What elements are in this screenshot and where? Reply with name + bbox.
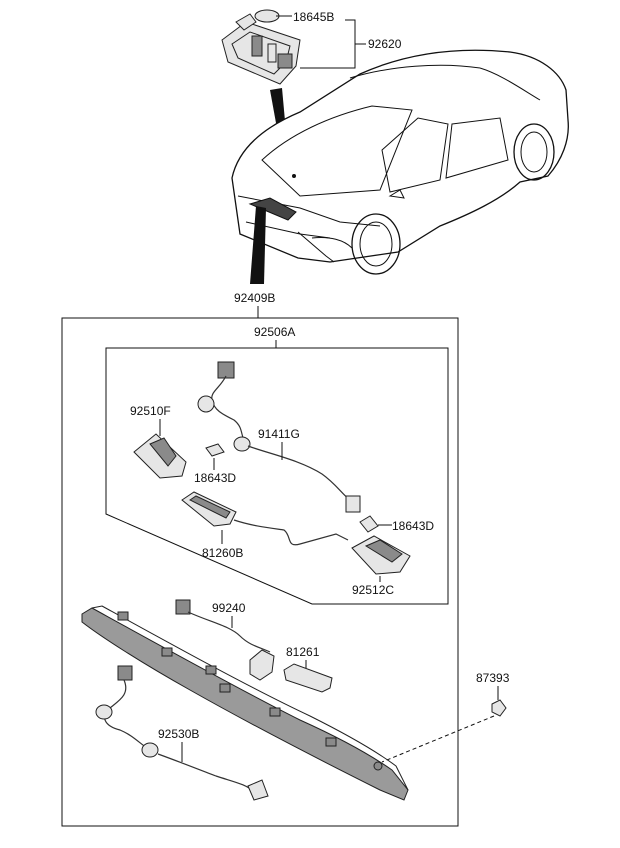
- label-91411G: 91411G: [258, 427, 300, 441]
- label-92506A: 92506A: [254, 325, 295, 339]
- light-bar: [81, 605, 409, 801]
- bulb-18643D-a: [205, 443, 225, 457]
- label-92620: 92620: [368, 37, 402, 51]
- harness-99240: [175, 599, 275, 681]
- harness-91411G: [197, 361, 361, 513]
- lamp-81260B: [181, 491, 349, 546]
- label-81260B: 81260B: [202, 546, 243, 560]
- harness-92530B: [95, 665, 269, 801]
- label-87393: 87393: [476, 671, 510, 685]
- label-92409B: 92409B: [234, 291, 275, 305]
- nut-87393: [491, 699, 507, 717]
- label-92530B: 92530B: [158, 727, 199, 741]
- label-81261: 81261: [286, 645, 320, 659]
- lamp-92510F: [133, 433, 187, 479]
- car-illustration: [231, 49, 569, 275]
- assembly-box: [61, 317, 459, 827]
- label-99240: 99240: [212, 601, 246, 615]
- sub-assembly-box: [105, 347, 449, 605]
- dashed-leader-87393: [381, 715, 495, 763]
- pointer-to-assembly: [250, 206, 266, 284]
- label-92510F: 92510F: [130, 404, 171, 418]
- lamp-92512C: [351, 535, 411, 575]
- leader-92620: [300, 19, 366, 69]
- label-18645B: 18645B: [293, 10, 334, 24]
- label-92512C: 92512C: [352, 583, 394, 597]
- lens-81261: [283, 663, 333, 693]
- label-18643D-b: 18643D: [392, 519, 434, 533]
- license-lamp-housing: [221, 13, 301, 85]
- bulb-18643D-b: [359, 515, 379, 533]
- bulb: [254, 9, 292, 23]
- label-18643D-a: 18643D: [194, 471, 236, 485]
